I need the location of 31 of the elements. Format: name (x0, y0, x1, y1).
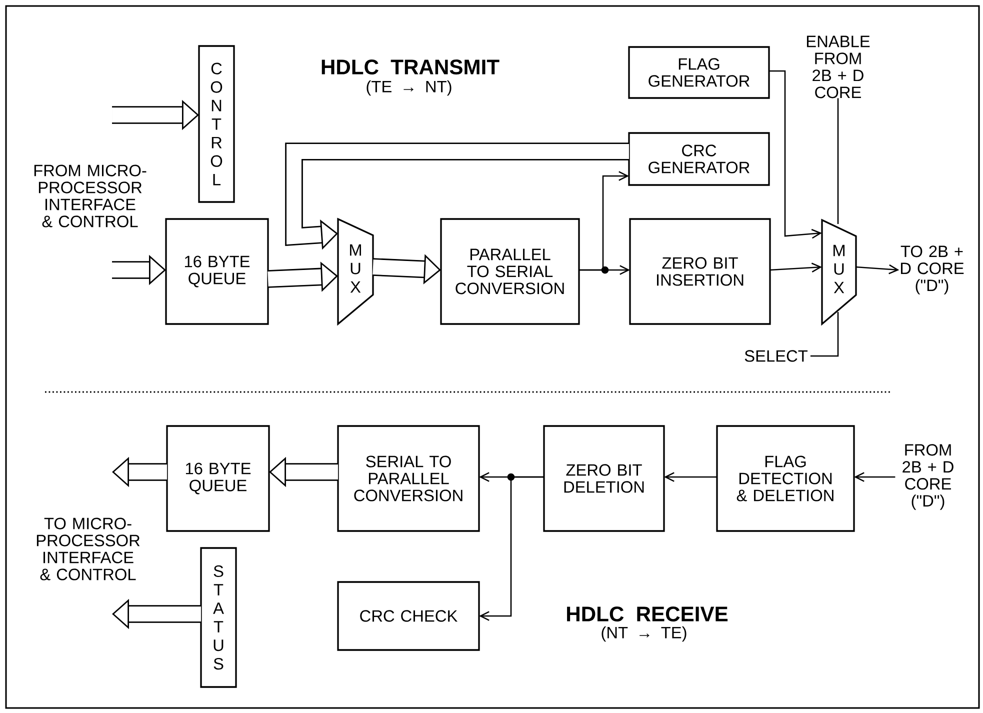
arrow (856, 264, 900, 274)
arrow (854, 472, 896, 482)
function-block: CRC CHECK (337, 581, 480, 651)
direction-subtitle: (NT → TE) (602, 626, 686, 642)
function-block: FLAG DETECTION & DELETION (716, 425, 855, 532)
interface-label: TO MICRO- PROCESSOR INTERFACE & CONTROL (36, 518, 140, 580)
function-block: CRC GENERATOR (628, 132, 770, 186)
arrow (579, 171, 629, 271)
register-block: STATUS (200, 547, 237, 688)
direction-subtitle: (TE → NT) (366, 80, 452, 96)
function-block: 16 BYTE QUEUE (166, 425, 270, 532)
function-block: SERIAL TO PARALLEL CONVERSION (337, 425, 480, 532)
arrow (664, 472, 717, 482)
section-title: HDLC TRANSMIT (322, 60, 500, 74)
function-block: PARALLEL TO SERIAL CONVERSION (440, 218, 580, 325)
function-block: FLAG GENERATOR (628, 46, 770, 99)
function-block: ZERO BIT DELETION (543, 425, 665, 532)
interface-label: FROM MICRO- PROCESSOR INTERFACE & CONTROL (34, 164, 146, 228)
arrow (479, 476, 544, 621)
signal-line (837, 98, 839, 224)
signal-label: ENABLE FROM 2B + D CORE (806, 36, 870, 98)
section-title: HDLC RECEIVE (567, 606, 728, 622)
arrow (769, 70, 822, 239)
signal-line (810, 312, 839, 357)
register-block: CONTROL (198, 45, 235, 203)
signal-label: FROM 2B + D CORE ("D") (902, 444, 954, 510)
signal-label: SELECT (744, 350, 808, 362)
signal-label: TO 2B + D CORE ("D") (900, 246, 964, 294)
function-block: ZERO BIT INSERTION (629, 218, 771, 325)
function-block: 16 BYTE QUEUE (165, 218, 269, 325)
arrow (770, 262, 822, 272)
